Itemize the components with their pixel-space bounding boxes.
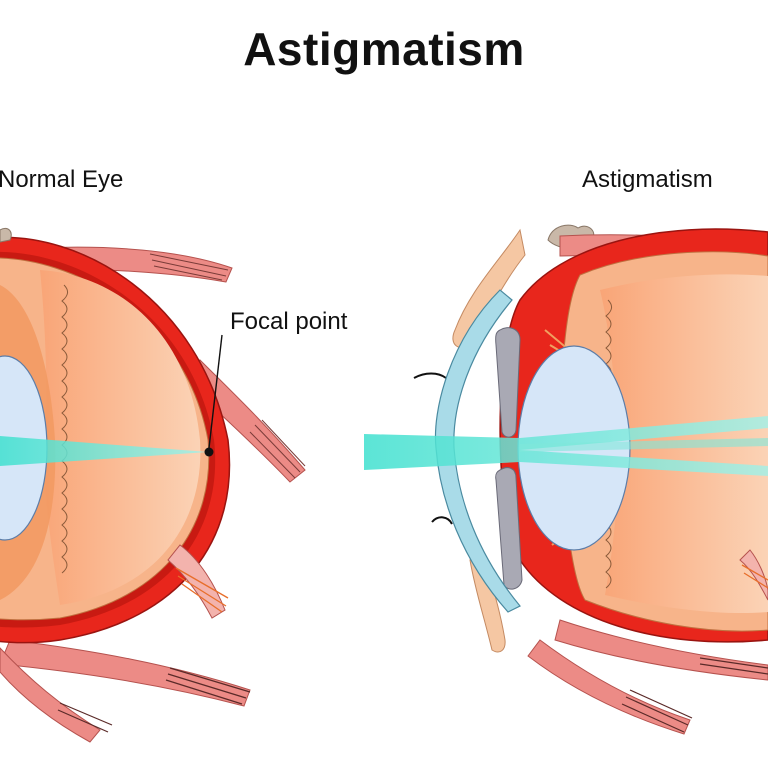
astigmatism-label: Astigmatism (582, 166, 713, 193)
lower-muscle-normal (0, 639, 251, 707)
focal-point-dot (204, 447, 214, 457)
upper-eyelid (452, 228, 526, 349)
focal-point-leader (208, 334, 223, 449)
astigmatic-eye (364, 224, 768, 735)
iris-lower (495, 467, 523, 590)
light-ray-normal (0, 436, 208, 466)
lower-muscle-astig (554, 619, 768, 681)
light-ray-astig (364, 416, 768, 476)
normal-eye (0, 227, 306, 743)
lower-muscle-astig-2 (527, 639, 691, 735)
muscle-fibers-upper (149, 253, 229, 281)
cornea-astig (434, 289, 521, 613)
normal-eye-label: Normal Eye (0, 166, 124, 193)
lower-muscle-normal-2 (0, 647, 101, 743)
vitreous-normal (40, 270, 201, 605)
iris-upper (495, 327, 521, 438)
focal-point-label: Focal point (230, 308, 348, 335)
optic-nerve-normal (167, 544, 226, 619)
ciliary-body-normal (61, 284, 68, 574)
optic-nerve-astig (739, 549, 768, 601)
diagram-title: Astigmatism (243, 23, 525, 75)
